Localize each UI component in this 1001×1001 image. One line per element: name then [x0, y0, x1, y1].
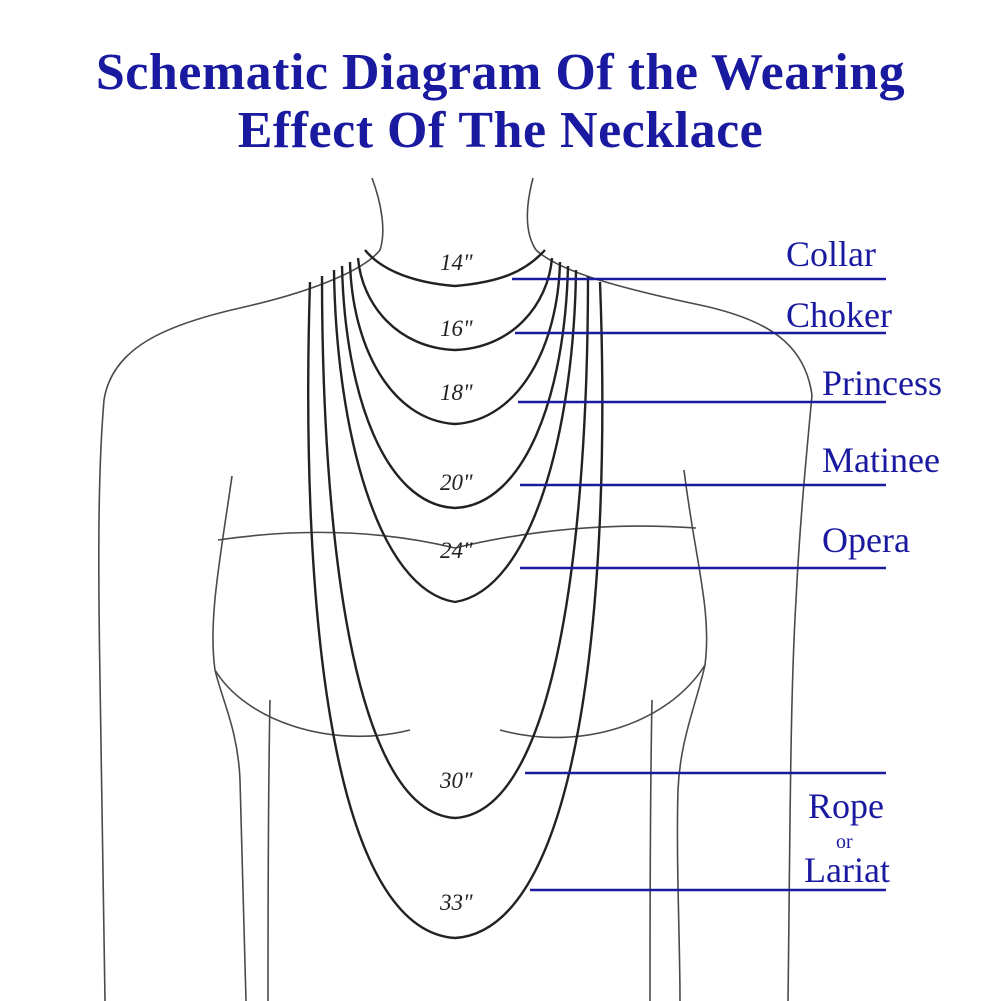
necklace-16-strand — [356, 257, 554, 352]
left-underarm-outline — [212, 475, 247, 1001]
leader-lines — [512, 277, 886, 892]
lariat-label: Lariat — [804, 850, 890, 890]
length-label-14: 14" — [440, 250, 473, 275]
length-label-16: 16" — [440, 316, 473, 341]
mannequin-outline — [98, 177, 813, 1001]
neck-right-outline — [526, 177, 813, 396]
right-underarm-outline — [676, 469, 708, 1001]
collar-label: Collar — [786, 234, 876, 274]
style-labels: Collar Choker Princess Matinee Opera Rop… — [786, 234, 942, 890]
left-arm-outline — [98, 399, 106, 1001]
right-arm-outline — [787, 394, 813, 1001]
necklace-24-strand — [332, 269, 578, 604]
left-arm-inner-line — [267, 699, 271, 1001]
or-label: or — [836, 831, 853, 853]
neck-left-outline — [103, 177, 384, 401]
necklace-30-strand — [320, 275, 590, 820]
necklace-20-strand — [340, 265, 570, 510]
right-breast-outline — [499, 664, 706, 739]
opera-label: Opera — [822, 520, 910, 560]
length-labels: 14" 16" 18" 20" 24" 30" 33" — [439, 250, 473, 915]
necklace-strands — [307, 249, 604, 940]
right-arm-inner-line — [649, 699, 653, 1001]
length-label-33: 33" — [439, 890, 473, 915]
princess-label: Princess — [822, 363, 942, 403]
necklace-18-strand — [348, 261, 562, 426]
left-breast-outline — [214, 669, 411, 737]
necklace-14-strand — [364, 249, 546, 288]
choker-label: Choker — [786, 295, 892, 335]
necklace-33-strand — [307, 281, 604, 940]
matinee-label: Matinee — [822, 440, 940, 480]
length-label-30: 30" — [439, 768, 473, 793]
diagram-title-line-1: Schematic Diagram Of the Wearing — [95, 44, 906, 101]
rope-label: Rope — [808, 786, 884, 826]
length-label-24: 24" — [440, 538, 473, 563]
bust-line — [217, 525, 697, 549]
diagram-title-line-2: Effect Of The Necklace — [237, 102, 764, 159]
length-label-18: 18" — [440, 380, 473, 405]
length-label-20: 20" — [440, 470, 473, 495]
